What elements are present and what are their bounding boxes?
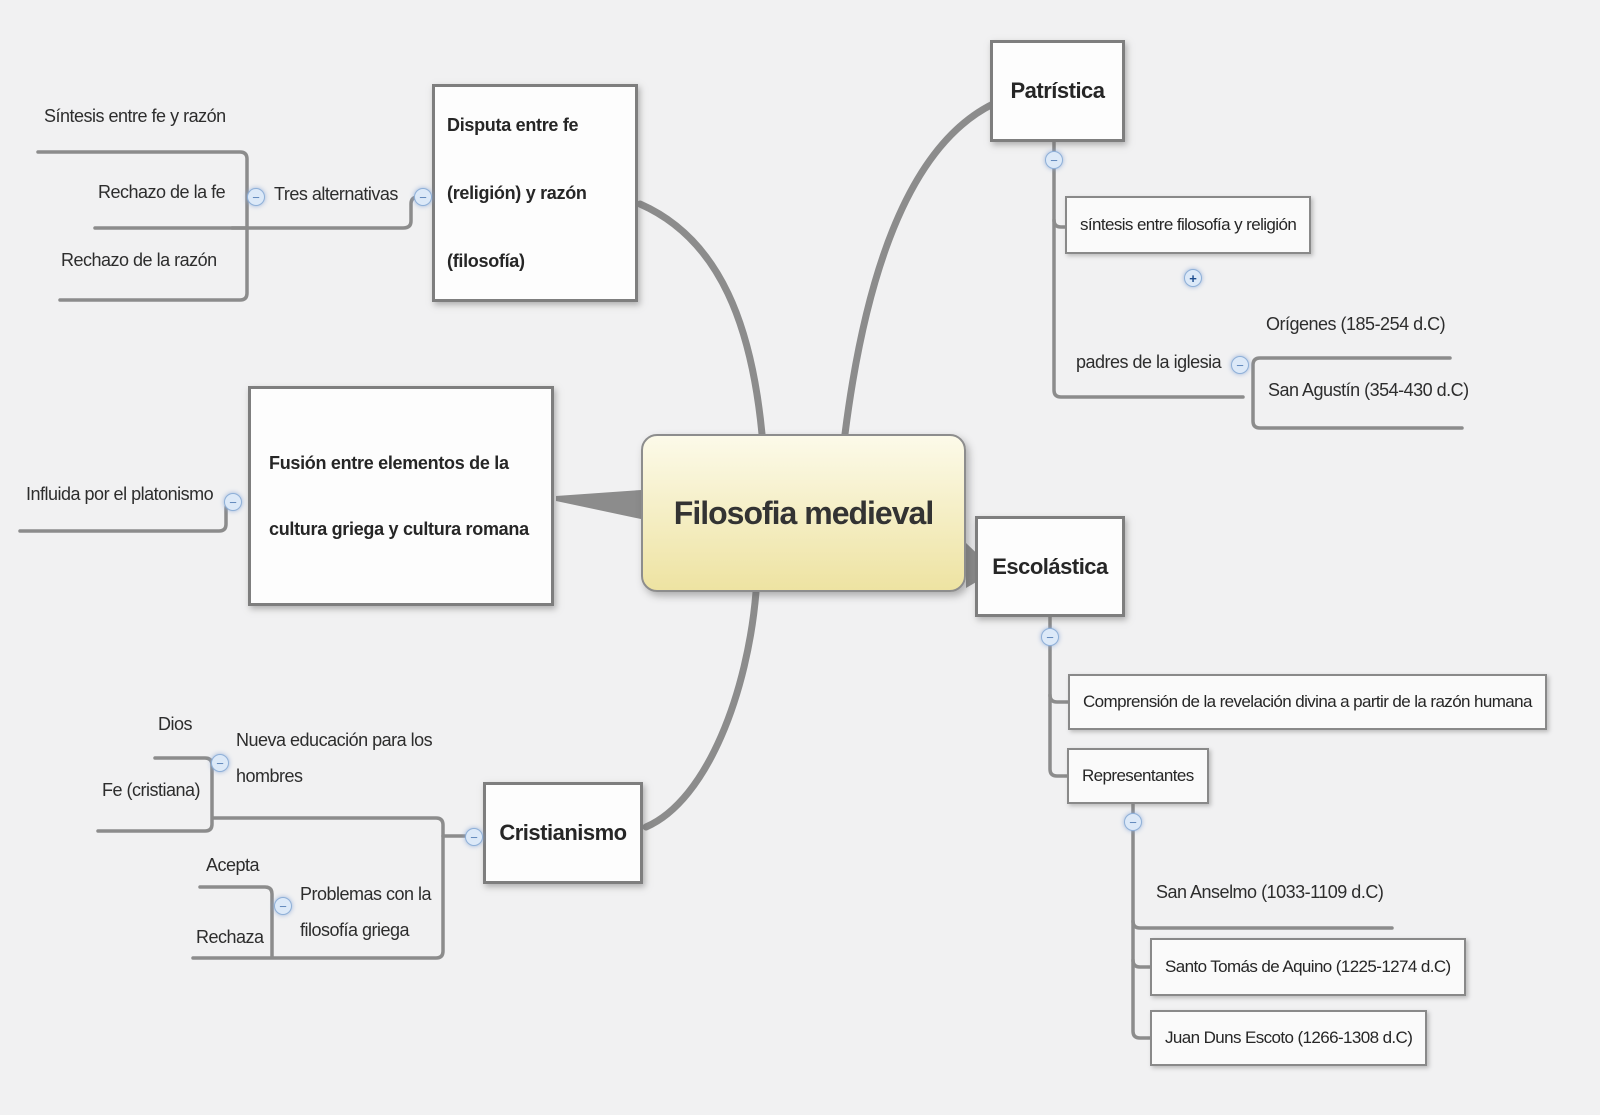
topic-rechazo-razon[interactable]: Rechazo de la razón: [61, 250, 217, 270]
topic-juan-duns[interactable]: Juan Duns Escoto (1266-1308 d.C): [1150, 1010, 1428, 1066]
topic-san-agustin[interactable]: San Agustín (354-430 d.C): [1268, 380, 1469, 400]
bracket-cristianismo-children: [191, 816, 445, 960]
topic-origenes[interactable]: Orígenes (185-254 d.C): [1266, 314, 1446, 334]
elbow-santo-tomas: [1131, 958, 1153, 969]
topic-comprension[interactable]: Comprensión de la revelación divina a pa…: [1068, 674, 1547, 730]
topic-cristianismo[interactable]: Cristianismo: [483, 782, 643, 884]
topic-influida-platonismo[interactable]: Influida por el platonismo: [26, 484, 214, 504]
topic-representantes[interactable]: Representantes: [1067, 748, 1209, 804]
topic-san-anselmo[interactable]: San Anselmo (1033-1109 d.C): [1156, 882, 1384, 902]
collapse-icon-cristianismo[interactable]: −: [465, 828, 483, 846]
collapse-icon-padres[interactable]: −: [1231, 356, 1249, 374]
collapse-icon-representantes[interactable]: −: [1124, 813, 1142, 831]
collapse-icon-nueva-educacion[interactable]: −: [211, 754, 229, 772]
collapse-icon-fusion[interactable]: −: [224, 493, 242, 511]
bracket-problemas-children: [198, 885, 274, 959]
topic-disputa[interactable]: Disputa entre fe (religión) y razón (fil…: [432, 84, 638, 302]
topic-rechazo-fe[interactable]: Rechazo de la fe: [98, 182, 226, 202]
topic-nueva-educacion[interactable]: Nueva educación para los hombres: [236, 730, 433, 786]
branch-line-cristianismo: [642, 588, 760, 831]
topic-fusion[interactable]: Fusión entre elementos de la cultura gri…: [248, 386, 554, 606]
bracket-padres-children: [1251, 356, 1464, 430]
collapse-icon-tres-alternativas[interactable]: −: [247, 188, 265, 206]
central-topic[interactable]: Filosofia medieval: [641, 434, 966, 592]
collapse-icon-disputa[interactable]: −: [414, 188, 432, 206]
underline-san-anselmo: [1131, 919, 1394, 930]
topic-patristica[interactable]: Patrística: [990, 40, 1125, 142]
topic-tres-alternativas[interactable]: Tres alternativas: [274, 184, 398, 204]
trunk-escolastica: [1048, 614, 1070, 778]
topic-padres-iglesia[interactable]: padres de la iglesia: [1076, 352, 1222, 372]
branch-line-disputa: [636, 200, 766, 438]
topic-dios[interactable]: Dios: [158, 714, 193, 734]
topic-santo-tomas[interactable]: Santo Tomás de Aquino (1225-1274 d.C): [1150, 938, 1466, 996]
topic-rechaza[interactable]: Rechaza: [196, 927, 264, 947]
branch-line-patristica: [841, 100, 997, 438]
bracket-nueva-children: [96, 756, 214, 833]
topic-sintesis-fe-razon[interactable]: Síntesis entre fe y razón: [44, 106, 226, 126]
collapse-icon-problemas[interactable]: −: [274, 897, 292, 915]
topic-escolastica[interactable]: Escolástica: [975, 516, 1125, 617]
trunk-representantes: [1131, 802, 1153, 1040]
branch-wedge-fusion: [556, 490, 641, 519]
collapse-icon-patristica[interactable]: −: [1045, 151, 1063, 169]
topic-acepta[interactable]: Acepta: [206, 855, 260, 875]
expand-icon-sintesis[interactable]: +: [1184, 269, 1202, 287]
elbow-influida: [18, 500, 235, 533]
elbow-sintesis-religion: [1052, 218, 1068, 229]
elbow-comprension: [1048, 693, 1071, 704]
topic-fe-cristiana[interactable]: Fe (cristiana): [102, 780, 201, 800]
trunk-patristica: [1052, 138, 1245, 399]
collapse-icon-escolastica[interactable]: −: [1041, 628, 1059, 646]
bracket-tres-children: [36, 150, 249, 302]
topic-sintesis-filosofia-religion[interactable]: síntesis entre filosofía y religión: [1065, 196, 1312, 254]
topic-problemas-filosofia[interactable]: Problemas con la filosofía griega: [300, 884, 432, 940]
